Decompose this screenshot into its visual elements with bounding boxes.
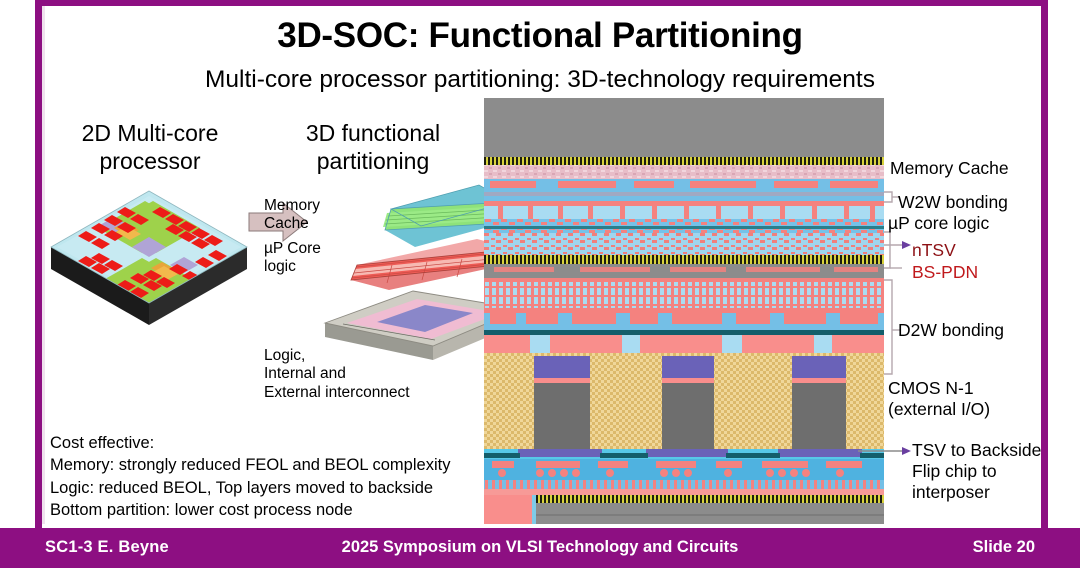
annotation-tsv-backside: TSV to Backside Flip chip to interposer — [912, 440, 1042, 502]
label-base-logic: Logic, Internal and External interconnec… — [264, 347, 410, 401]
annotation-cmos-n1: CMOS N-1 (external I/O) — [888, 378, 991, 419]
annotation-ntsv: nTSV — [912, 240, 956, 260]
ntsv-arrowhead-icon — [902, 241, 911, 249]
heading-3d-partitioning: 3D functional partitioning — [305, 120, 441, 174]
page-title: 3D-SOC: Functional Partitioning — [277, 16, 803, 55]
footer-conference: 2025 Symposium on VLSI Technology and Ci… — [341, 538, 739, 556]
3d-exploded-stack-illustration — [323, 184, 522, 360]
annotation-core-logic: µP core logic — [888, 213, 990, 233]
annotation-d2w-bonding: D2W bonding — [898, 320, 1005, 340]
cost-effective-text-block: Cost effective: Memory: strongly reduced… — [50, 432, 450, 521]
stack-tier-core-logic — [350, 239, 516, 290]
cost-line-1: Memory: strongly reduced FEOL and BEOL c… — [50, 456, 451, 475]
d2w-pillars — [534, 356, 846, 449]
2d-multicore-die-illustration — [50, 190, 248, 325]
transition-arrow-icon — [248, 201, 308, 243]
frame-inner-highlight — [42, 6, 45, 524]
heading-2d-multicore: 2D Multi-core processor — [81, 120, 219, 174]
frame-left-border — [35, 0, 42, 528]
page-subtitle: Multi-core processor partitioning: 3D-te… — [205, 66, 875, 93]
tsv-arrowhead-icon — [902, 447, 911, 455]
footer-slide-number: Slide 20 — [972, 538, 1035, 556]
stack-tier-memory — [383, 184, 511, 247]
cost-line-0: Cost effective: — [50, 434, 155, 452]
annotation-w2w-bonding: W2W bonding — [898, 192, 1008, 212]
cross-section-svg — [484, 98, 884, 524]
left-diagram-stage: Memory Cache µP Core logic Logic, Intern… — [42, 175, 522, 430]
annotation-memory-cache: Memory Cache — [890, 158, 1009, 178]
frame-top-border — [35, 0, 1048, 6]
cross-section-micrograph — [484, 98, 884, 524]
footer-author: SC1-3 E. Beyne — [45, 538, 169, 556]
slide-footer: SC1-3 E. Beyne 2025 Symposium on VLSI Te… — [0, 528, 1080, 568]
label-core-logic: µP Core logic — [264, 240, 321, 276]
frame-right-border — [1041, 0, 1048, 528]
cost-line-2: Logic: reduced BEOL, Top layers moved to… — [50, 478, 434, 497]
cost-line-3: Bottom partition: lower cost process nod… — [50, 500, 353, 519]
annotation-bs-pdn: BS-PDN — [912, 262, 979, 282]
label-memory-cache: Memory Cache — [264, 197, 320, 233]
